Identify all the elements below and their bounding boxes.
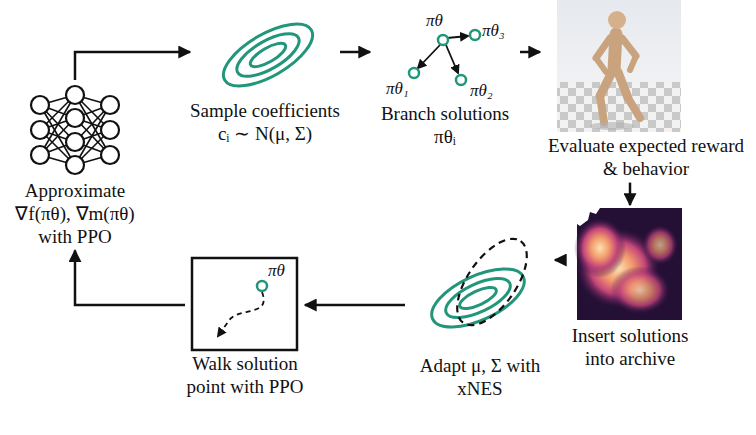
policy-label: πθ₁ [386,80,409,99]
policy-label: πθ [426,12,443,31]
gaussian-ellipses [214,12,322,98]
walk-box [192,258,297,350]
stage-caption: Evaluate expected reward & behavior [540,135,752,181]
policy-label: πθ₃ [482,22,505,41]
branch-arrows [418,36,468,73]
flow-arrow [305,304,405,307]
flow-arrow [555,259,560,262]
stage-caption: Adapt μ, Σ with xNES [405,355,555,401]
stage-caption: Approximate ∇f(πθ), ∇m(πθ) with PPO [5,180,145,248]
flow-arrow [75,250,185,305]
flow-arrow [75,52,190,80]
sampling-stage: Sample coefficients cᵢ ∼ N(μ, Σ) [190,15,340,146]
archive-stage: Insert solutions into archive [560,205,700,371]
flow-arrow [340,51,370,54]
stage-caption: Insert solutions into archive [560,325,700,371]
stage-caption: Sample coefficients cᵢ ∼ N(μ, Σ) [190,100,340,146]
humanoid-render [557,0,681,132]
policy-label: πθ₂ [470,82,493,101]
adapted-ellipses [423,227,540,339]
solution-points [409,30,480,85]
policy-label: πθ [268,262,285,281]
stage-caption: Walk solution point with PPO [185,353,305,399]
neural-network-icon [31,86,119,174]
flow-arrow [629,183,632,205]
network-stage: Approximate ∇f(πθ), ∇m(πθ) with PPO [5,80,145,248]
adaptation-stage: Adapt μ, Σ with xNES [405,235,555,401]
flow-arrow [520,51,540,54]
walk-stage: Walk solution point with PPO [185,255,305,399]
archive-heatmap [574,208,682,320]
evaluation-stage: Evaluate expected reward & behavior [540,0,752,181]
stage-caption: Branch solutions πθᵢ [370,103,520,149]
